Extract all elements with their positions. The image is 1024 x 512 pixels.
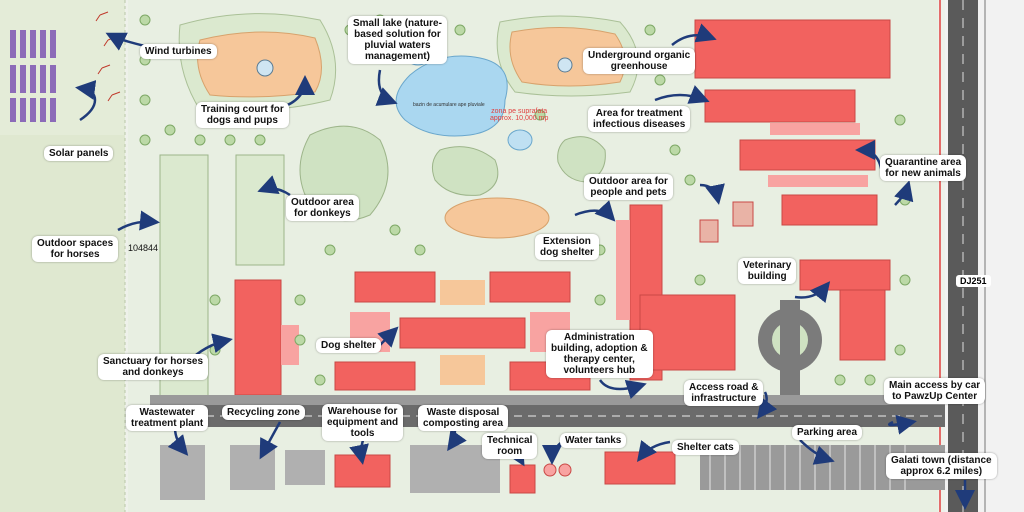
administration-building [639,294,736,371]
callout-parking: Parking area [792,425,863,440]
sanctuary-building [234,279,282,396]
callout-veterinary: Veterinary building [738,258,797,284]
callout-recycling: Recycling zone [222,405,305,420]
technical-room [509,464,536,494]
callout-galati: Galati town (distance approx 6.2 miles) [886,453,997,479]
small-lake [395,55,508,137]
callout-solar-panels: Solar panels [44,146,114,161]
callout-wind-turbines: Wind turbines [140,44,217,59]
recycling-zone [230,445,275,490]
lake-name-label: bazin de acumulare ape pluviale [413,102,485,108]
outdoor-area-donkeys [235,154,285,266]
wastewater-plant [160,445,205,500]
callout-dog-shelter: Dog shelter [316,338,382,353]
callout-outdoor-horses: Outdoor spaces for horses [32,236,119,262]
callout-outdoor-people: Outdoor area for people and pets [584,174,673,200]
road-code-label: DJ251 [956,275,991,287]
lake-area-label: zona pe suprafata approx. 10,000 mp [490,108,549,122]
water-tank-2 [558,463,572,477]
quarantine-building-2 [781,194,878,226]
dog-shelter-block-3 [334,361,416,391]
water-tank-1 [543,463,557,477]
quarantine-building-1 [739,139,876,171]
callout-shelter-cats: Shelter cats [672,440,739,455]
callout-training-court: Training court for dogs and pups [196,102,289,128]
callout-technical-room: Technical room [482,433,538,459]
callout-sanctuary: Sanctuary for horses and donkeys [98,354,209,380]
parcel-number: 104844 [128,243,159,253]
callout-wastewater: Wastewater treatment plant [126,405,209,431]
underground-greenhouse [694,19,891,79]
solar-panels [10,30,56,122]
callout-greenhouse: Underground organic greenhouse [583,48,696,74]
dog-shelter-central [399,317,526,349]
callout-warehouse: Warehouse for equipment and tools [322,404,404,441]
callout-infectious: Area for treatment infectious diseases [588,106,691,132]
outdoor-court-people [444,197,550,239]
callout-administration: Administration building, adoption & ther… [546,330,653,378]
callout-waste-disposal: Waste disposal composting area [418,405,509,431]
callout-small-lake: Small lake (nature- based solution for p… [348,16,447,64]
callout-water-tanks: Water tanks [560,433,627,448]
callout-quarantine: Quarantine area for new animals [880,155,967,181]
dog-shelter-block-1 [354,271,436,303]
callout-access-road: Access road & infrastructure [684,380,764,406]
callout-outdoor-donkeys: Outdoor area for donkeys [286,195,359,221]
callout-extension-shelter: Extension dog shelter [535,234,599,260]
infectious-disease-building [704,89,856,123]
callout-main-access: Main access by car to PawzUp Center [884,378,986,404]
veterinary-building [799,259,891,291]
dog-shelter-block-2 [489,271,571,303]
